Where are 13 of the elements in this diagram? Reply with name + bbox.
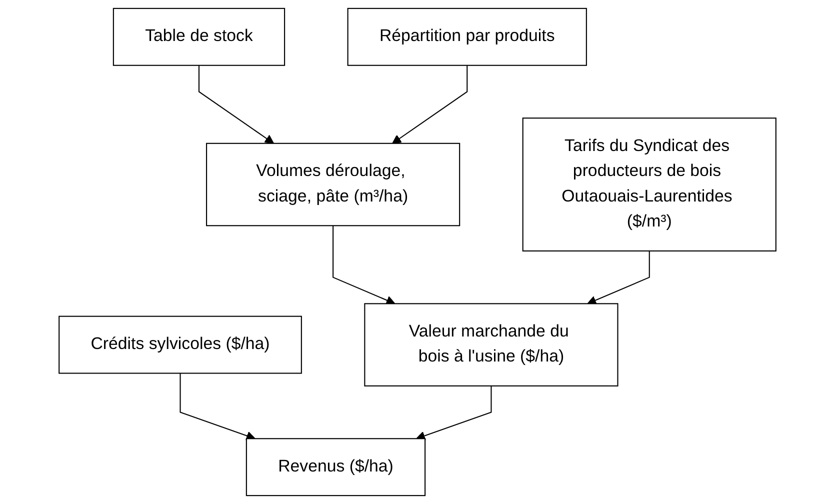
node-box: Valeur marchande du bois à l'usine ($/ha): [364, 303, 618, 386]
node-box: Tarifs du Syndicat des producteurs de bois Outaouais-Laurentides ($/m³): [522, 118, 776, 252]
arrow: [392, 65, 468, 144]
node-box: Répartition par produits: [347, 8, 587, 66]
arrow: [332, 226, 396, 305]
node-box: Crédits sylvicoles ($/ha): [58, 316, 302, 374]
arrow: [198, 65, 274, 144]
node-box: Volumes déroulage, sciage, pâte (m³/ha): [206, 142, 460, 226]
arrow: [416, 386, 492, 440]
node-box: Revenus ($/ha): [246, 438, 426, 496]
arrow: [587, 250, 650, 305]
arrow: [180, 373, 256, 440]
node-box: Table de stock: [112, 8, 286, 66]
